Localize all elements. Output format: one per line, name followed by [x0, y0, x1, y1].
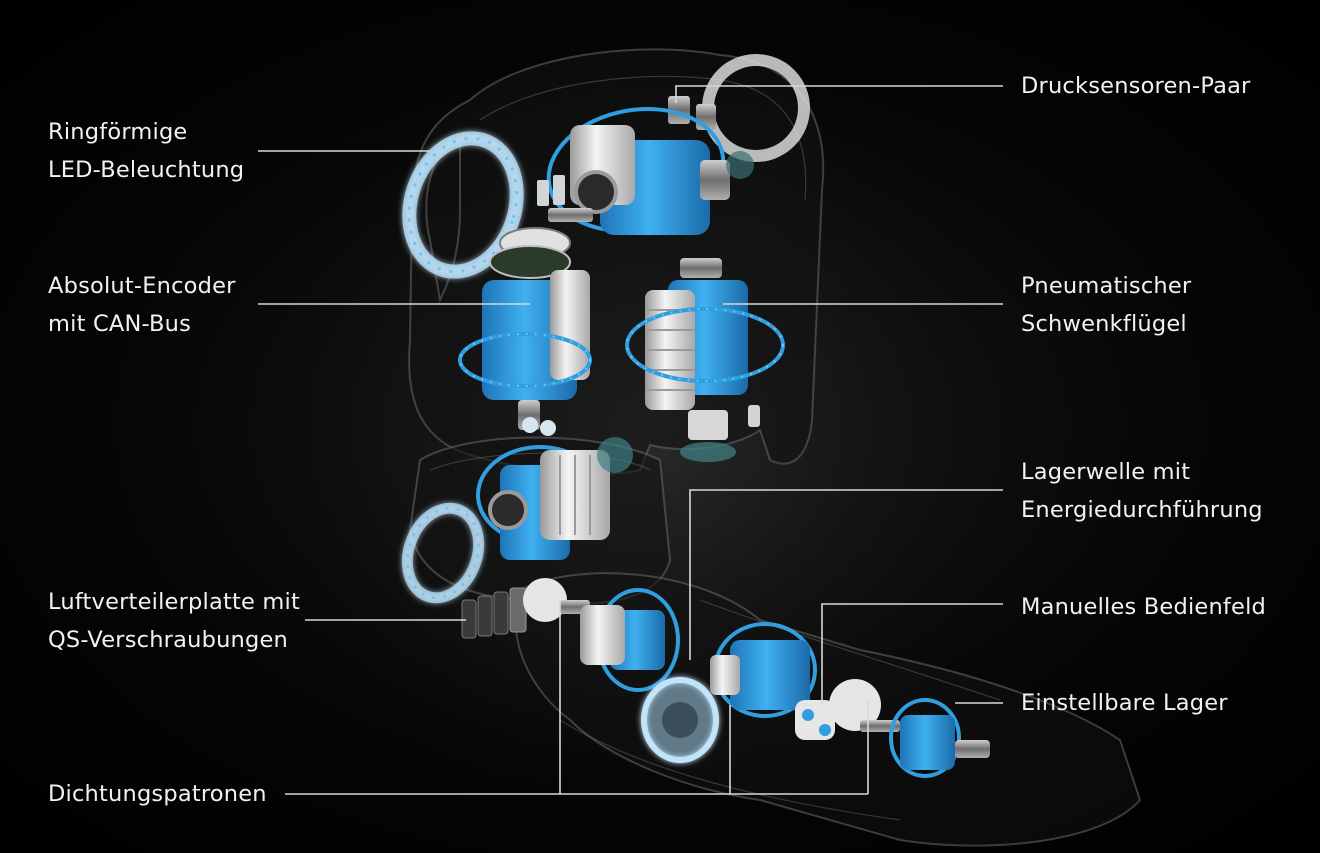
label-luftverteiler-line2: QS-Verschraubungen	[48, 627, 288, 653]
top-rotary-actuator	[546, 106, 754, 235]
label-bedienfeld-line1: Manuelles Bedienfeld	[1021, 594, 1266, 620]
leader-bedienfeld	[821, 603, 1003, 705]
leader-drucksensoren	[675, 85, 1003, 103]
label-dichtung-line1: Dichtungspatronen	[48, 781, 267, 807]
label-lagerwelle: Lagerwelle mit Energiedurchführung	[1021, 453, 1263, 529]
label-drucksensoren-line1: Drucksensoren-Paar	[1021, 73, 1251, 99]
led-ring-lower	[401, 502, 485, 604]
label-ring-led-line2: LED-Beleuchtung	[48, 157, 245, 183]
pressure-sensor-ring	[668, 54, 810, 162]
pneumatic-swivel-vane	[625, 258, 785, 462]
leader-lines	[258, 85, 1003, 795]
label-drucksensoren: Drucksensoren-Paar	[1021, 67, 1251, 105]
label-pneumatisch-line2: Schwenkflügel	[1021, 311, 1187, 337]
label-lagerwelle-line1: Lagerwelle mit	[1021, 459, 1191, 485]
label-luftverteiler: Luftverteilerplatte mit QS-Verschraubung…	[48, 583, 300, 659]
lower-actuator-chain	[580, 588, 990, 778]
label-einstellbar: Einstellbare Lager	[1021, 684, 1228, 722]
middle-rotary-actuator	[476, 437, 633, 560]
label-einstellbar-line1: Einstellbare Lager	[1021, 690, 1228, 716]
label-encoder-line1: Absolut-Encoder	[48, 273, 236, 299]
absolute-encoder-stack	[458, 175, 592, 436]
label-bedienfeld: Manuelles Bedienfeld	[1021, 588, 1266, 626]
led-ring-upper	[402, 131, 524, 279]
label-luftverteiler-line1: Luftverteilerplatte mit	[48, 589, 300, 615]
label-encoder: Absolut-Encoder mit CAN-Bus	[48, 267, 236, 343]
label-lagerwelle-line2: Energiedurchführung	[1021, 497, 1263, 523]
label-ring-led: Ringförmige LED-Beleuchtung	[48, 113, 244, 189]
label-pneumatisch-line1: Pneumatischer	[1021, 273, 1192, 299]
label-pneumatisch: Pneumatischer Schwenkflügel	[1021, 267, 1191, 343]
label-ring-led-line1: Ringförmige	[48, 119, 188, 145]
label-encoder-line2: mit CAN-Bus	[48, 311, 192, 337]
leader-lagerwelle	[689, 489, 1003, 660]
label-dichtung: Dichtungspatronen	[48, 775, 267, 813]
